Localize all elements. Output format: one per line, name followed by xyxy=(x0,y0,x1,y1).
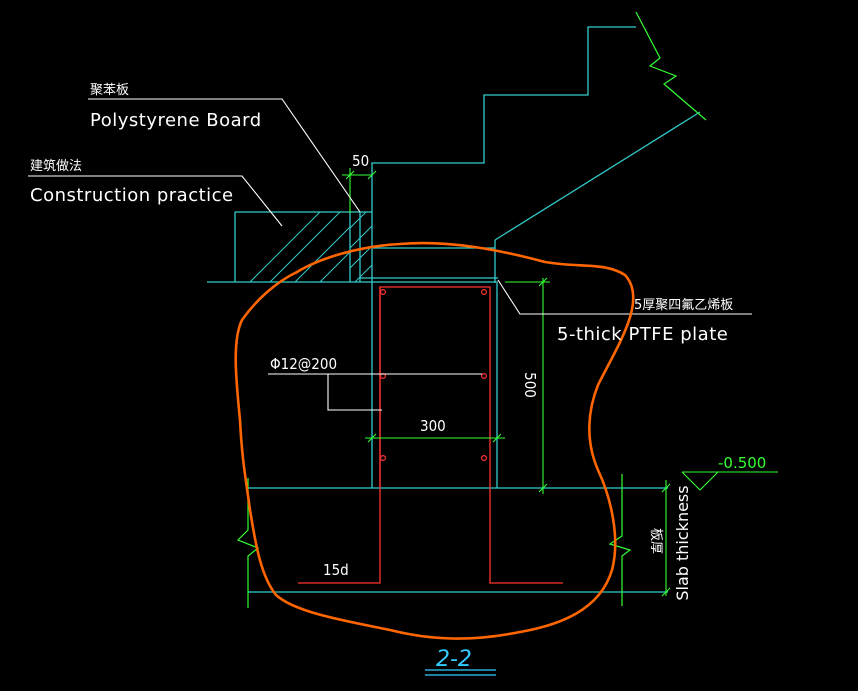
construction-hatch xyxy=(249,211,373,283)
polystyrene-label-en: Polystyrene Board xyxy=(90,110,262,131)
anchorage-dim: 15d xyxy=(323,561,349,579)
polystyrene-label-cn: 聚苯板 xyxy=(90,83,129,98)
slab-label-en: Slab thickness xyxy=(673,485,692,600)
slab-label-cn: 板厚 xyxy=(648,528,663,554)
beam-width-dim: 300 xyxy=(420,417,446,435)
construction-label-en: Construction practice xyxy=(30,185,234,206)
construction-label-cn: 建筑做法 xyxy=(30,158,82,174)
break-lines xyxy=(236,11,707,608)
rebar-spec-label: Φ12@200 xyxy=(270,355,337,373)
section-mark-lines xyxy=(425,669,496,676)
ptfe-label-en: 5-thick PTFE plate xyxy=(557,324,728,345)
dimension-lines xyxy=(342,168,778,597)
rebar-cage xyxy=(298,286,563,584)
leader-lines xyxy=(28,98,752,411)
board-thickness-dim: 50 xyxy=(352,152,369,170)
markup-cloud xyxy=(234,241,635,640)
section-mark: 2-2 xyxy=(436,647,472,672)
level-mark: -0.500 xyxy=(718,454,766,472)
ptfe-label-cn: 5厚聚四氟乙烯板 xyxy=(634,298,733,313)
beam-height-dim: 500 xyxy=(521,372,539,398)
stair-outline xyxy=(207,26,701,593)
